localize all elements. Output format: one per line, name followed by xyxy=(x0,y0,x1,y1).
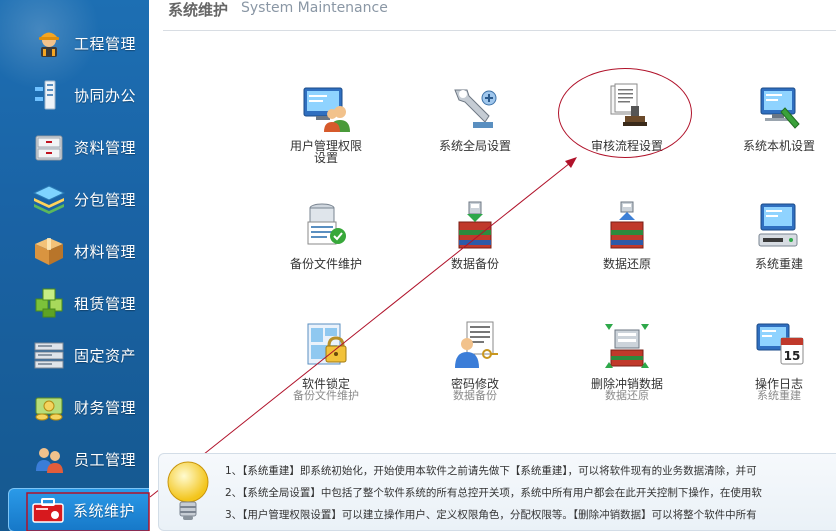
network-icon xyxy=(32,78,66,112)
tile-ghost-label: 数据还原 xyxy=(605,389,649,402)
tile-label: 系统重建 xyxy=(754,257,803,271)
tile-backup-files[interactable]: 备份文件维护 xyxy=(271,198,381,294)
tile-label: 数据备份 xyxy=(450,257,499,271)
tile-software-lock[interactable]: 软件锁定 备份文件维护 xyxy=(271,318,381,414)
tile-label: 操作日志 xyxy=(754,377,803,391)
sidebar-item-collaboration[interactable]: 协同办公 xyxy=(0,69,149,121)
tile-label: 数据还原 xyxy=(602,257,651,271)
drawer-icon xyxy=(32,130,66,164)
sidebar-item-label: 分包管理 xyxy=(74,190,137,209)
worker-icon xyxy=(32,26,66,60)
tile-data-restore[interactable]: 数据还原 xyxy=(572,198,682,294)
wrench-settings-icon xyxy=(445,80,505,136)
tile-user-permission[interactable]: 用户管理权限 设置 xyxy=(271,80,381,176)
tile-label-line2: 设置 xyxy=(313,151,338,165)
sidebar-item-materials[interactable]: 材料管理 xyxy=(0,225,149,277)
money-icon xyxy=(32,390,66,424)
sidebar-item-finance[interactable]: 财务管理 xyxy=(0,381,149,433)
tile-change-password[interactable]: 密码修改 数据备份 xyxy=(420,318,530,414)
sidebar-item-label: 财务管理 xyxy=(74,398,137,417)
sidebar-item-system-maintenance[interactable]: 系统维护 xyxy=(8,488,149,531)
help-panel: 1、【系统重建】即系统初始化，开始使用本软件之前请先做下【系统重建】，可以将软件… xyxy=(158,453,836,531)
data-restore-icon xyxy=(597,198,657,254)
server-rack-icon xyxy=(32,338,66,372)
sidebar-item-staff[interactable]: 员工管理 xyxy=(0,433,149,485)
help-line: 1、【系统重建】即系统初始化，开始使用本软件之前请先做下【系统重建】，可以将软件… xyxy=(225,465,757,477)
help-line: 3、【用户管理权限设置】可以建立操作用户、定义权限角色，分配权限等。【删除冲销数… xyxy=(225,509,757,521)
operation-log-icon: 15 xyxy=(749,318,809,374)
software-lock-icon xyxy=(296,318,356,374)
sidebar: 工程管理 协同办公 资料管理 分包管理 材料管理 租赁管理 固定资产 xyxy=(0,0,149,531)
cubes-icon xyxy=(32,286,66,320)
tile-label: 用户管理权限 xyxy=(289,139,362,153)
tile-delete-offset-data[interactable]: 删除冲销数据 数据还原 xyxy=(572,318,682,414)
page-subtitle: System Maintenance xyxy=(241,0,388,16)
tile-ghost-label: 备份文件维护 xyxy=(293,389,359,402)
layers-icon xyxy=(32,182,66,216)
tile-label: 备份文件维护 xyxy=(289,257,362,271)
calendar-day: 15 xyxy=(784,349,801,363)
tile-data-backup[interactable]: 数据备份 xyxy=(420,198,530,294)
user-permission-icon xyxy=(296,80,356,136)
sidebar-item-leasing[interactable]: 租赁管理 xyxy=(0,277,149,329)
sidebar-item-engineering[interactable]: 工程管理 xyxy=(0,17,149,69)
box-icon xyxy=(32,234,66,268)
sidebar-item-label: 员工管理 xyxy=(74,450,137,469)
sidebar-item-documents[interactable]: 资料管理 xyxy=(0,121,149,173)
tile-label: 系统本机设置 xyxy=(742,139,815,153)
tile-label: 系统全局设置 xyxy=(438,139,511,153)
password-change-icon xyxy=(445,318,505,374)
sidebar-item-label: 材料管理 xyxy=(74,242,137,261)
sidebar-item-label: 租赁管理 xyxy=(74,294,137,313)
tile-system-rebuild[interactable]: 系统重建 xyxy=(724,198,834,294)
delete-data-icon xyxy=(597,318,657,374)
help-line: 2、【系统全局设置】中包括了整个软件系统的所有总控开关项，系统中所有用户都会在此… xyxy=(225,487,762,499)
lightbulb-icon xyxy=(167,461,209,520)
tile-operation-log[interactable]: 15 操作日志 系统重建 xyxy=(724,318,834,414)
system-rebuild-icon xyxy=(749,198,809,254)
page-header: 系统维护 System Maintenance xyxy=(163,0,836,31)
tile-label: 删除冲销数据 xyxy=(590,377,663,391)
sidebar-item-label: 协同办公 xyxy=(74,86,137,105)
tile-local-settings[interactable]: 系统本机设置 xyxy=(724,80,834,176)
sidebar-item-label: 固定资产 xyxy=(74,346,137,365)
sidebar-item-fixed-assets[interactable]: 固定资产 xyxy=(0,329,149,381)
people-icon xyxy=(32,442,66,476)
sidebar-item-label: 工程管理 xyxy=(74,34,137,53)
tile-global-settings[interactable]: 系统全局设置 xyxy=(420,80,530,176)
page-title: 系统维护 xyxy=(168,1,229,19)
sidebar-item-label: 资料管理 xyxy=(74,138,137,157)
toolbox-icon xyxy=(31,493,65,527)
sidebar-item-label: 系统维护 xyxy=(73,501,136,520)
local-computer-icon xyxy=(749,80,809,136)
tile-ghost-label: 系统重建 xyxy=(757,389,801,402)
data-backup-icon xyxy=(445,198,505,254)
highlight-ellipse xyxy=(558,68,692,158)
backup-files-icon xyxy=(296,198,356,254)
sidebar-item-subcontract[interactable]: 分包管理 xyxy=(0,173,149,225)
tile-ghost-label: 数据备份 xyxy=(453,389,497,402)
